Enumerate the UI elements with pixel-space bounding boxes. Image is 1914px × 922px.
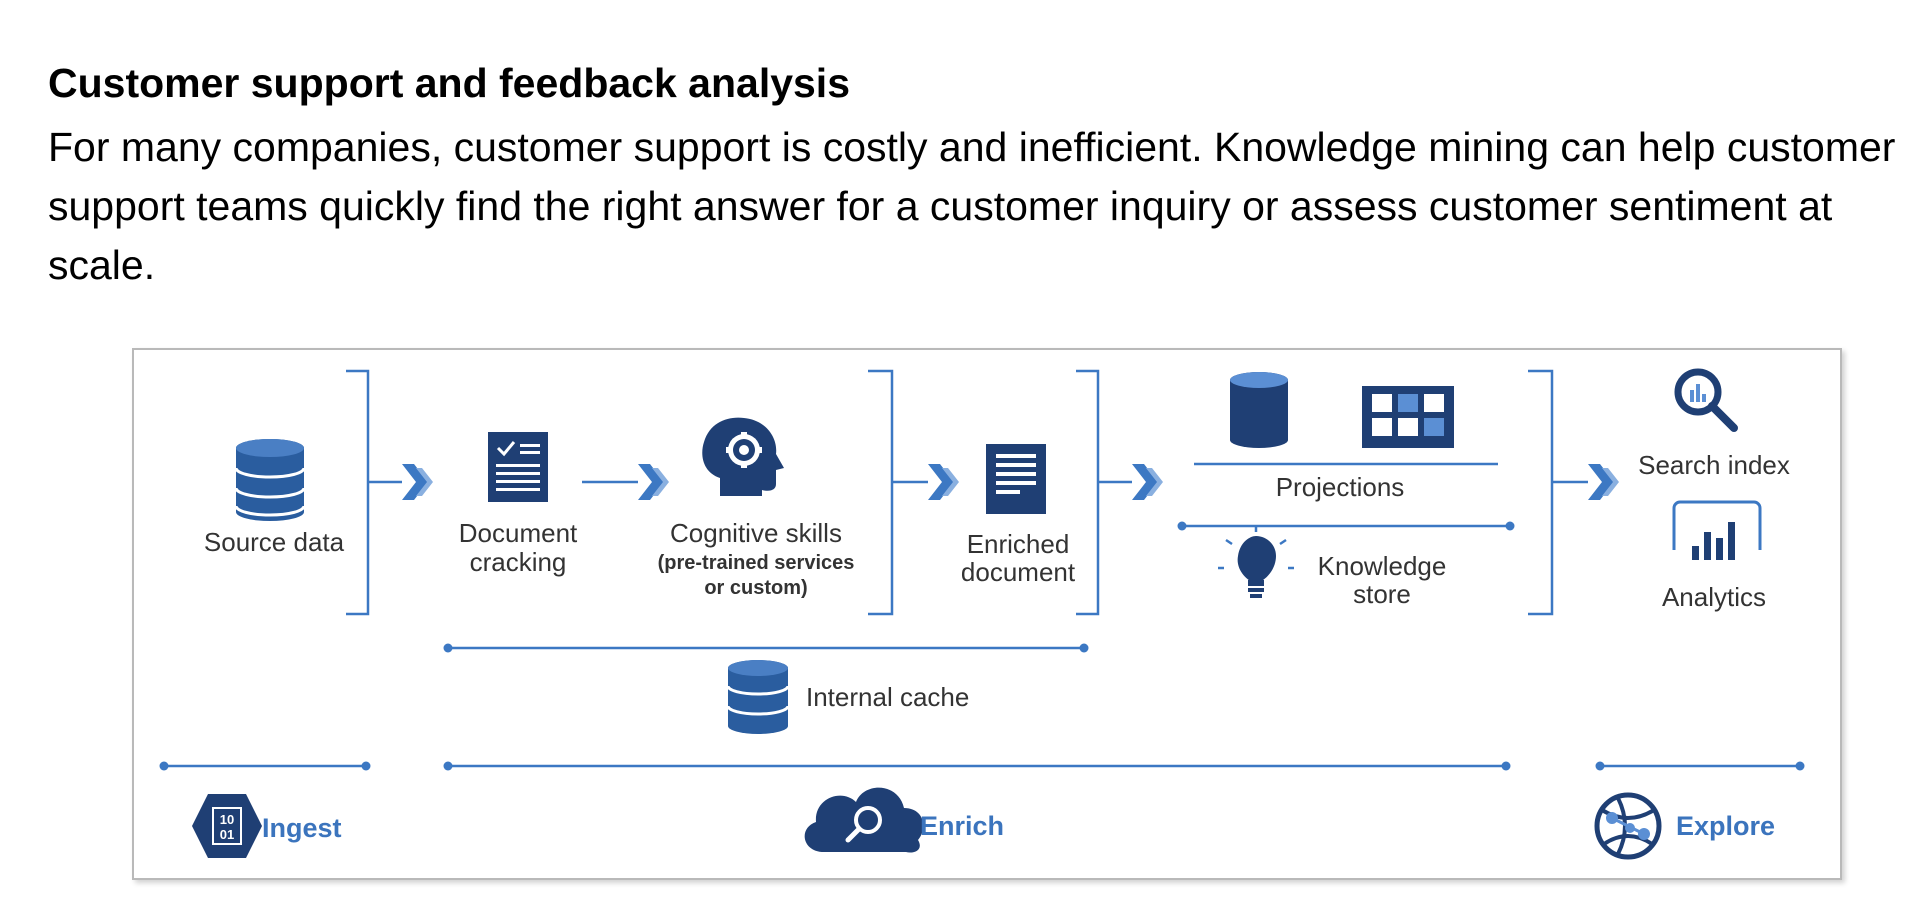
knowledge-mining-diagram: Source data Document cracking Cognitive … bbox=[132, 348, 1842, 880]
enrich-timeline bbox=[443, 761, 1511, 771]
intro-paragraph: For many companies, customer support is … bbox=[48, 124, 1896, 288]
chevron-arrow-icon bbox=[638, 464, 669, 500]
lightbulb-icon bbox=[1218, 526, 1294, 598]
explore-label: Explore bbox=[1676, 811, 1775, 841]
projections-divider bbox=[1177, 521, 1515, 531]
search-index-label: Search index bbox=[1638, 450, 1790, 480]
source-data-label: Source data bbox=[204, 527, 345, 557]
section-heading: Customer support and feedback analysis bbox=[48, 60, 851, 106]
bracket-2 bbox=[868, 369, 894, 616]
binary-digits-2: 01 bbox=[220, 827, 234, 842]
enrich-label: Enrich bbox=[920, 811, 1004, 841]
cylinder-icon bbox=[1230, 372, 1288, 448]
binary-digits-1: 10 bbox=[220, 812, 234, 827]
checklist-document-icon bbox=[488, 432, 548, 502]
binary-hexagon-icon: 10 01 bbox=[192, 794, 262, 858]
chevron-arrow-icon bbox=[1132, 464, 1163, 500]
chevron-arrow-icon bbox=[1588, 464, 1619, 500]
cloud-search-icon bbox=[804, 787, 924, 853]
grid-table-icon bbox=[1362, 386, 1454, 448]
explore-timeline bbox=[1595, 761, 1805, 771]
globe-network-icon bbox=[1594, 792, 1662, 860]
cognitive-skills-sub-1: (pre-trained services bbox=[658, 552, 855, 574]
analytics-label: Analytics bbox=[1662, 582, 1766, 612]
bracket-1 bbox=[346, 369, 370, 616]
head-gear-icon bbox=[702, 417, 784, 496]
chevron-arrow-icon bbox=[928, 464, 959, 500]
cache-divider bbox=[443, 643, 1089, 653]
bracket-4 bbox=[1528, 369, 1554, 616]
chevron-arrow-icon bbox=[402, 464, 433, 500]
document-cracking-label-2: cracking bbox=[470, 547, 567, 577]
analytics-chart-icon bbox=[1672, 500, 1762, 560]
ingest-timeline bbox=[159, 761, 371, 771]
cache-database-icon bbox=[726, 660, 790, 734]
document-icon bbox=[986, 444, 1046, 514]
bracket-3 bbox=[1076, 369, 1100, 616]
ingest-label: Ingest bbox=[262, 813, 342, 843]
search-chart-icon bbox=[1674, 368, 1738, 432]
cognitive-skills-sub-2: or custom) bbox=[704, 577, 807, 599]
projections-label: Projections bbox=[1276, 472, 1405, 502]
knowledge-store-label: Knowledge bbox=[1318, 551, 1447, 581]
enriched-document-label-2: document bbox=[961, 557, 1076, 587]
enriched-document-label: Enriched bbox=[967, 529, 1070, 559]
internal-cache-label: Internal cache bbox=[806, 682, 969, 712]
document-cracking-label: Document bbox=[459, 518, 578, 548]
source-database-icon bbox=[234, 439, 306, 521]
cognitive-skills-label: Cognitive skills bbox=[670, 518, 842, 548]
knowledge-store-label-2: store bbox=[1353, 579, 1411, 609]
